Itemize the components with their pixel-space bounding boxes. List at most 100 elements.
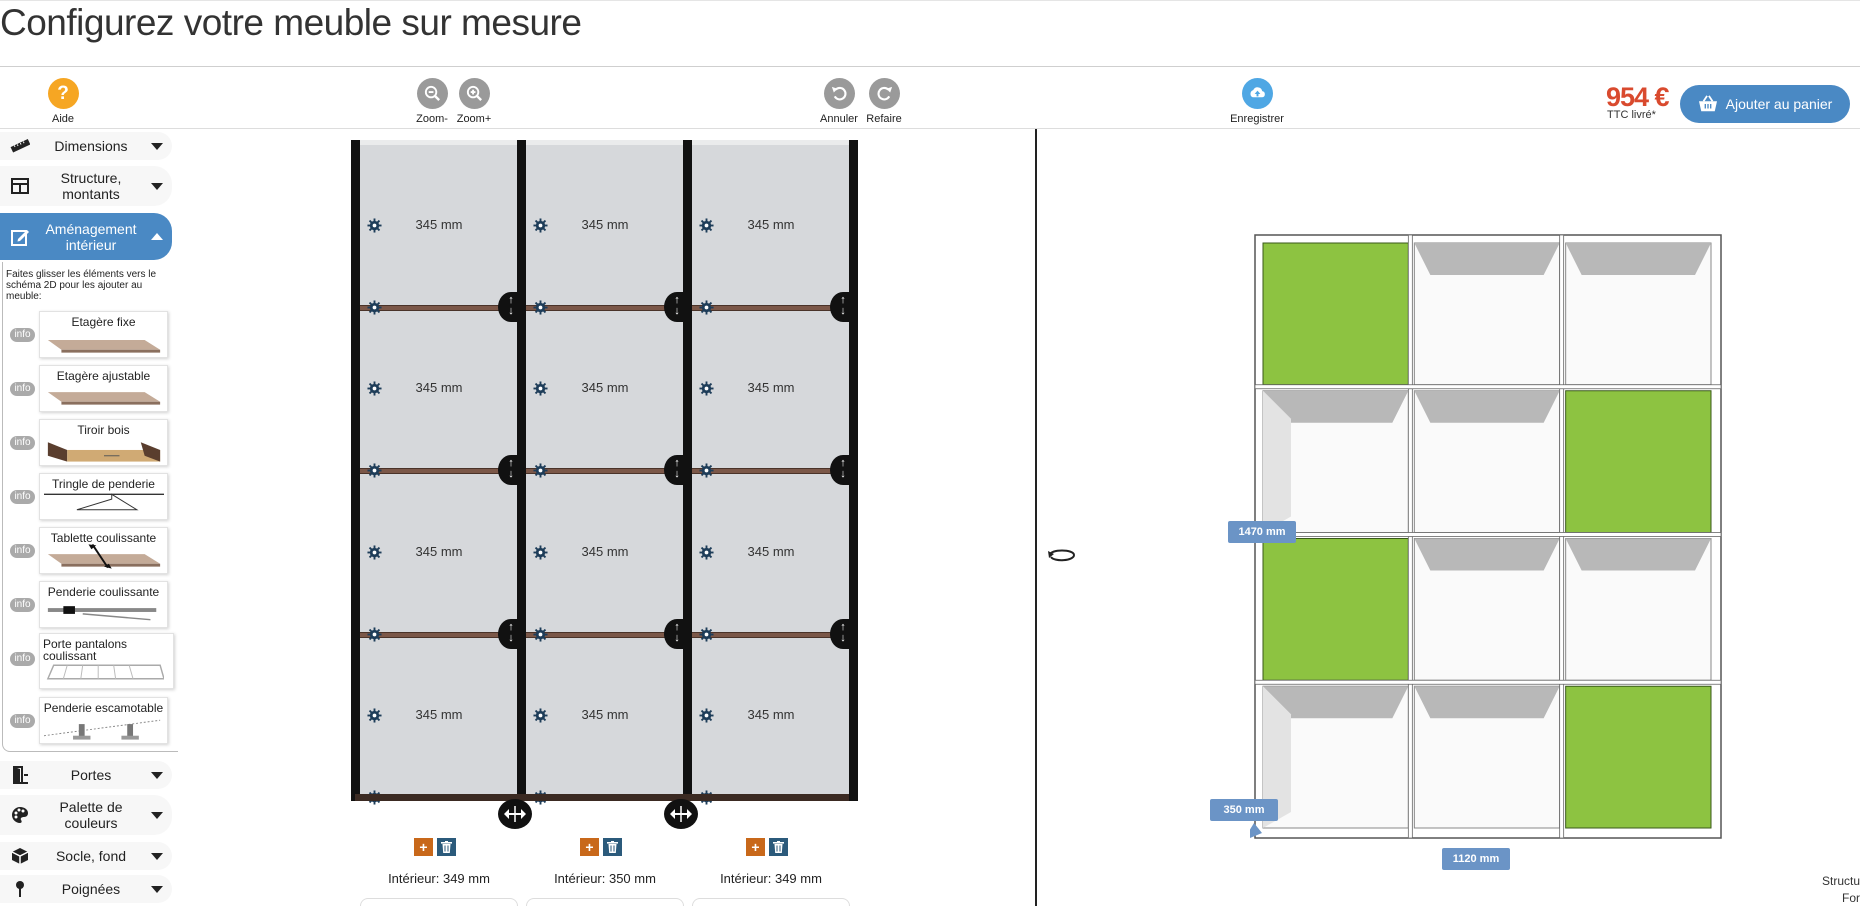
settings-gear-icon[interactable]	[367, 300, 382, 315]
resize-column-handle[interactable]	[664, 799, 698, 829]
zoom-out-label: Zoom-	[416, 113, 448, 125]
chevron-down-icon	[142, 182, 172, 190]
delete-button[interactable]	[603, 838, 622, 856]
shelf[interactable]	[526, 632, 684, 638]
settings-gear-icon[interactable]	[367, 463, 382, 478]
settings-gear-icon[interactable]	[367, 708, 382, 723]
help-button[interactable]: ? Aide	[46, 78, 80, 125]
settings-gear-icon[interactable]	[533, 627, 548, 642]
settings-gear-icon[interactable]	[533, 545, 548, 560]
upright-post[interactable]	[683, 140, 692, 801]
settings-gear-icon[interactable]	[699, 627, 714, 642]
element-card[interactable]: info Tablette coulissante	[8, 527, 178, 575]
delete-button[interactable]	[437, 838, 456, 856]
settings-gear-icon[interactable]	[699, 300, 714, 315]
shelf[interactable]	[360, 468, 518, 474]
compartment-top-shadow	[1414, 538, 1560, 571]
info-badge[interactable]: info	[10, 652, 35, 666]
add-to-cart-button[interactable]: Ajouter au panier	[1680, 85, 1850, 123]
settings-gear-icon[interactable]	[533, 708, 548, 723]
undo-button[interactable]: Annuler	[818, 78, 860, 125]
element-card[interactable]: info Tringle de penderie	[8, 473, 178, 521]
zoom-in-button[interactable]: Zoom+	[456, 78, 492, 125]
shelf[interactable]	[360, 305, 518, 311]
add-element-button[interactable]: +	[580, 838, 599, 856]
width-dimension: 1120 mm	[1442, 848, 1510, 870]
sidebar-label-dimensions: Dimensions	[54, 138, 128, 154]
settings-gear-icon[interactable]	[699, 708, 714, 723]
add-element-button[interactable]: +	[414, 838, 433, 856]
shelf[interactable]	[526, 468, 684, 474]
settings-gear-icon[interactable]	[367, 627, 382, 642]
sidebar-item-palette[interactable]: Palette de couleurs	[0, 795, 172, 835]
redo-button[interactable]: Refaire	[864, 78, 904, 125]
sidebar-item-poignees[interactable]: Poignées	[0, 875, 172, 903]
element-card[interactable]: info Etagère fixe	[8, 311, 178, 359]
element-draggable[interactable]: Tiroir bois	[39, 419, 168, 466]
element-draggable[interactable]: Penderie escamotable	[39, 697, 168, 744]
settings-gear-icon[interactable]	[699, 545, 714, 560]
compartment-top-shadow	[1565, 243, 1711, 275]
element-label: Tablette coulissante	[50, 531, 157, 545]
sidebar-item-portes[interactable]: Portes	[0, 761, 172, 789]
settings-gear-icon[interactable]	[533, 300, 548, 315]
info-badge[interactable]: info	[10, 714, 35, 728]
save-button[interactable]: Enregistrer	[1225, 78, 1289, 125]
element-draggable[interactable]: Etagère ajustable	[39, 365, 168, 412]
element-card[interactable]: info Tiroir bois	[8, 419, 178, 467]
settings-gear-icon[interactable]	[533, 218, 548, 233]
shelf-panel	[1254, 679, 1722, 685]
shelf[interactable]	[360, 632, 518, 638]
sidebar-item-amenagement[interactable]: Aménagement intérieur	[0, 213, 172, 260]
view-3d[interactable]	[1250, 233, 1724, 843]
info-badge[interactable]: info	[10, 382, 35, 396]
settings-gear-icon[interactable]	[699, 381, 714, 396]
info-badge[interactable]: info	[10, 598, 35, 612]
edit-icon	[0, 227, 40, 247]
shelf[interactable]	[692, 468, 850, 474]
basket-icon	[1698, 95, 1717, 112]
compartment-top-shadow	[1414, 686, 1560, 719]
upright-post[interactable]	[517, 140, 526, 801]
element-draggable[interactable]: Porte pantalons coulissant	[39, 633, 174, 689]
settings-gear-icon[interactable]	[699, 218, 714, 233]
settings-gear-icon[interactable]	[533, 463, 548, 478]
zoom-in-icon	[458, 78, 490, 109]
trash-icon	[607, 841, 618, 853]
info-badge[interactable]: info	[10, 490, 35, 504]
settings-gear-icon[interactable]	[367, 218, 382, 233]
info-badge[interactable]: info	[10, 544, 35, 558]
compartment-height: 345 mm	[581, 217, 629, 232]
upright-post[interactable]	[849, 140, 858, 801]
element-draggable[interactable]: Etagère fixe	[39, 311, 168, 358]
upright-post[interactable]	[351, 140, 360, 801]
shelf[interactable]	[526, 305, 684, 311]
settings-gear-icon[interactable]	[367, 381, 382, 396]
element-card[interactable]: info Etagère ajustable	[8, 365, 178, 413]
settings-gear-icon[interactable]	[699, 463, 714, 478]
zoom-out-button[interactable]: Zoom-	[414, 78, 450, 125]
compartment-side-shadow	[1263, 390, 1291, 533]
settings-gear-icon[interactable]	[367, 545, 382, 560]
shelf[interactable]	[692, 632, 850, 638]
sidebar-item-socle[interactable]: Socle, fond	[0, 842, 172, 870]
info-badge[interactable]: info	[10, 328, 35, 342]
element-draggable[interactable]: Tringle de penderie	[39, 473, 168, 520]
compartment-height: 345 mm	[415, 380, 463, 395]
sidebar-item-structure[interactable]: Structure, montants	[0, 166, 172, 206]
element-draggable[interactable]: Penderie coulissante	[39, 581, 168, 628]
info-badge[interactable]: info	[10, 436, 35, 450]
settings-gear-icon[interactable]	[533, 381, 548, 396]
sidebar-item-dimensions[interactable]: Dimensions	[0, 132, 172, 160]
compartment-side-shadow	[1263, 686, 1291, 828]
add-element-button[interactable]: +	[746, 838, 765, 856]
element-draggable[interactable]: Tablette coulissante	[39, 527, 168, 574]
element-card[interactable]: info Penderie coulissante	[8, 581, 178, 629]
rotate-icon[interactable]	[1046, 545, 1078, 565]
resize-column-handle[interactable]	[498, 799, 532, 829]
delete-button[interactable]	[769, 838, 788, 856]
element-card[interactable]: info Penderie escamotable	[8, 697, 178, 745]
shelf[interactable]	[692, 305, 850, 311]
depth-arrow	[1250, 823, 1262, 839]
element-card[interactable]: info Porte pantalons coulissant	[8, 633, 178, 689]
